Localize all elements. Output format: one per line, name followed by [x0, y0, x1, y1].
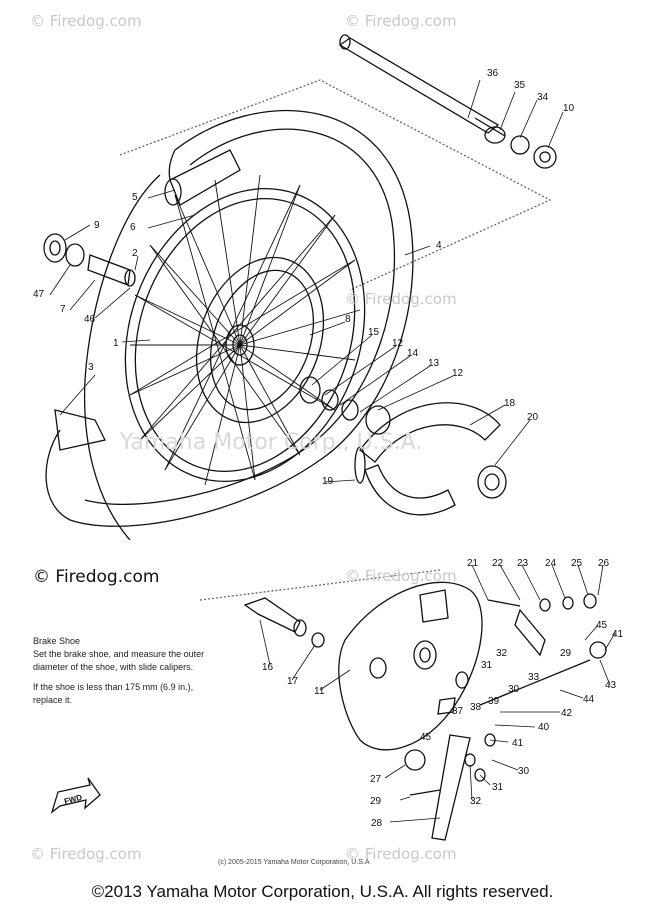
callout-34: 34 — [537, 92, 549, 103]
callout-8: 8 — [345, 314, 351, 325]
collar-35 — [484, 126, 506, 144]
callout-1: 1 — [113, 338, 119, 349]
watermark-low-right: © Firedog.com — [345, 567, 457, 585]
oil-seal-10 — [533, 145, 557, 169]
callout-2: 2 — [132, 248, 138, 259]
brake-plate — [338, 581, 483, 751]
callout-35: 35 — [514, 80, 526, 91]
callout-32a: 32 — [470, 796, 482, 807]
callout-18: 18 — [504, 398, 516, 409]
bearing-34 — [510, 135, 530, 155]
callout-25: 25 — [571, 558, 583, 569]
callout-15: 15 — [368, 327, 380, 338]
callout-26: 26 — [598, 558, 610, 569]
hardware-row — [404, 593, 597, 782]
callout-38: 38 — [470, 702, 482, 713]
callout-21: 21 — [467, 558, 479, 569]
callout-17: 17 — [287, 676, 299, 687]
callout-31a: 31 — [492, 782, 504, 793]
callout-37: 37 — [452, 706, 464, 717]
bearing-47 — [65, 243, 85, 267]
spacer-14 — [321, 389, 339, 411]
callout-31b: 31 — [481, 660, 493, 671]
callout-45a: 45 — [596, 620, 608, 631]
callout-45b: 45 — [420, 732, 432, 743]
callout-30b: 30 — [508, 684, 520, 695]
callout-12a: 12 — [392, 338, 404, 349]
callout-24: 24 — [545, 558, 557, 569]
callout-19: 19 — [322, 476, 334, 487]
bearing-15 — [299, 376, 321, 404]
brake-linkage — [409, 599, 607, 841]
note-line-4: replace it. — [33, 695, 73, 705]
callout-43: 43 — [605, 680, 617, 691]
watermark-bottom-right: © Firedog.com — [345, 845, 457, 863]
footer-copyright: ©2013 Yamaha Motor Corporation, U.S.A. A… — [91, 882, 554, 901]
note-line-3: If the shoe is less than 175 mm (6.9 in.… — [33, 682, 194, 692]
callout-42: 42 — [561, 708, 573, 719]
callout-13: 13 — [428, 358, 440, 369]
watermark-bottom-left: © Firedog.com — [30, 845, 142, 863]
callout-10: 10 — [563, 103, 575, 114]
bearing-12 — [365, 405, 391, 435]
fwd-arrow — [50, 777, 101, 814]
callout-4: 4 — [436, 240, 442, 251]
watermark-top-left: © Firedog.com — [30, 12, 142, 30]
callout-47: 47 — [33, 289, 45, 300]
callout-29: 29 — [370, 796, 382, 807]
watermark-top-right: © Firedog.com — [345, 12, 457, 30]
callout-39: 39 — [488, 696, 500, 707]
callout-7: 7 — [60, 304, 66, 315]
note-line-1: Set the brake shoe, and measure the oute… — [33, 649, 205, 659]
note-title: Brake Shoe — [33, 636, 81, 646]
note-line-2: diameter of the shoe, with slide caliper… — [33, 662, 194, 672]
axle-part — [338, 34, 506, 137]
callout-3: 3 — [88, 362, 94, 373]
callout-12b: 12 — [452, 368, 464, 379]
callout-20: 20 — [527, 412, 539, 423]
brake-shoe-note: Brake Shoe Set the brake shoe, and measu… — [33, 635, 253, 707]
callout-14: 14 — [407, 348, 419, 359]
spring-19 — [354, 446, 366, 484]
callout-22: 22 — [492, 558, 504, 569]
callout-11: 11 — [314, 686, 325, 697]
callout-44: 44 — [583, 694, 595, 705]
callout-36: 36 — [487, 68, 499, 79]
callout-9: 9 — [94, 220, 100, 231]
callout-29b: 29 — [560, 648, 572, 659]
brake-shoes — [354, 402, 501, 516]
leader-lines — [49, 79, 616, 823]
torque-bolt-16 — [243, 597, 301, 633]
callout-41a: 41 — [612, 629, 624, 640]
callout-33: 33 — [528, 672, 540, 683]
watermark-ghost: Yamaha Motor Corp., U.S.A. — [120, 430, 423, 455]
callout-28: 28 — [371, 818, 383, 829]
callout-16: 16 — [262, 662, 274, 673]
callout-46: 46 — [84, 314, 96, 325]
watermark-mid-right: © Firedog.com — [345, 290, 457, 308]
o-ring-17 — [311, 632, 325, 648]
callout-41b: 41 — [512, 738, 524, 749]
small-copyright: (c) 2005-2015 Yamaha Motor Corporation, … — [218, 859, 370, 866]
callout-6: 6 — [130, 222, 136, 233]
cam-20 — [477, 465, 507, 499]
spokes — [129, 174, 361, 486]
callout-23: 23 — [517, 558, 529, 569]
oil-seal-13 — [341, 399, 359, 421]
callout-30a: 30 — [518, 766, 530, 777]
inner-tube — [54, 149, 241, 451]
callout-5: 5 — [132, 192, 138, 203]
callout-27: 27 — [370, 774, 382, 785]
tire — [45, 109, 414, 541]
oil-seal-9 — [43, 233, 67, 263]
callout-40: 40 — [538, 722, 550, 733]
callout-32b: 32 — [496, 648, 508, 659]
watermark-mid-left: © Firedog.com — [33, 567, 160, 587]
